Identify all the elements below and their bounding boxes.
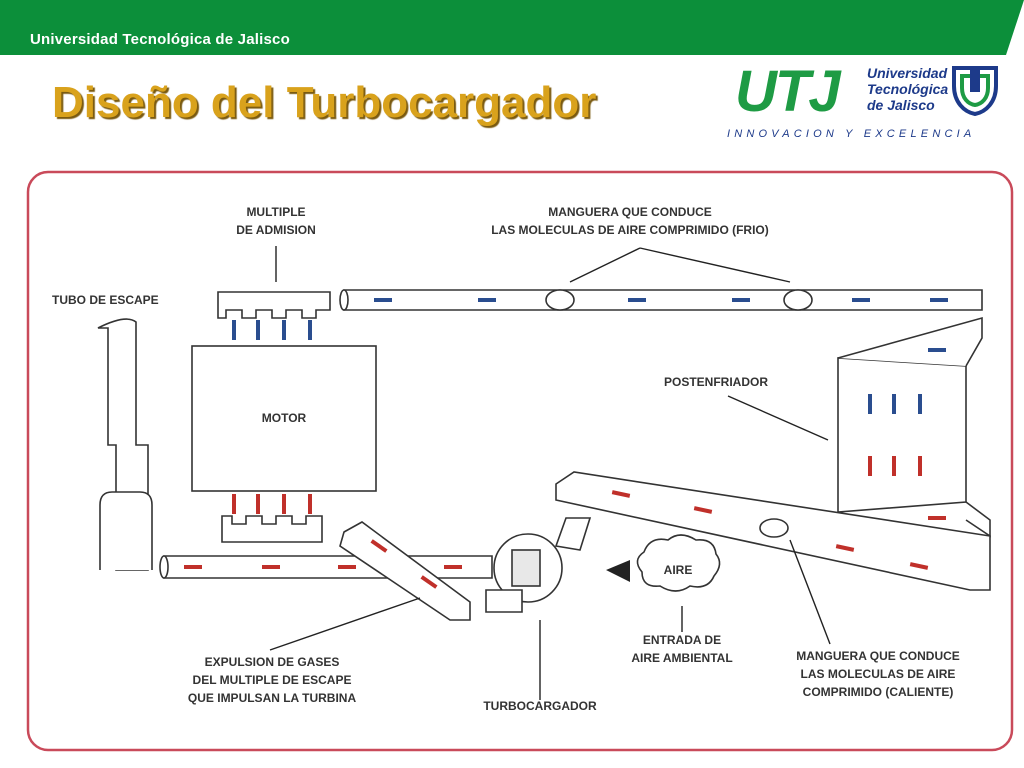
utj-logo: UTJ Universidad Tecnológica de Jalisco I…	[727, 59, 1010, 142]
logo-name-line3: de Jalisco	[867, 97, 935, 113]
label-ambient-air-1: ENTRADA DE	[643, 633, 721, 647]
air-intake-funnel	[606, 560, 630, 582]
header-bar: Universidad Tecnológica de Jalisco	[0, 0, 1024, 55]
air-molecule	[545, 289, 575, 311]
pointer-cold-hose-a	[569, 247, 641, 283]
pointer-cold-hose-b	[639, 247, 791, 283]
turbine-wheel	[511, 549, 541, 587]
engine-block	[191, 345, 377, 492]
label-ambient-air-2: AIRE AMBIENTAL	[631, 651, 732, 665]
hot-air-arrows	[184, 456, 946, 589]
logo-institution-name: Universidad Tecnológica de Jalisco	[867, 65, 948, 113]
label-exhaust-gases-3: QUE IMPULSAN LA TURBINA	[188, 691, 357, 705]
compressor-outlet	[554, 517, 592, 551]
label-exhaust-gases-2: DEL MULTIPLE DE ESCAPE	[193, 673, 352, 687]
exhaust-pipe-end	[159, 555, 169, 579]
shield-icon	[952, 66, 998, 116]
turbine-inlet	[485, 589, 523, 613]
exhaust-to-turbine-pipe	[339, 521, 471, 621]
label-air: AIRE	[664, 563, 693, 577]
label-hot-hose-2: LAS MOLECULAS DE AIRE	[801, 667, 956, 681]
aftercooler	[837, 357, 967, 513]
muffler	[99, 491, 153, 570]
turbocharger-diagram: MULTIPLE DE ADMISION MANGUERA QUE CONDUC…	[26, 170, 1014, 752]
label-exhaust-pipe: TUBO DE ESCAPE	[52, 293, 159, 307]
cold-air-hose	[343, 289, 983, 311]
cold-hose-end	[339, 289, 349, 311]
exhaust-manifold	[221, 515, 323, 543]
logo-acronym: UTJ	[735, 59, 841, 124]
air-molecule	[783, 289, 813, 311]
exhaust-pipe-lower	[163, 555, 493, 579]
label-intake-manifold-2: DE ADMISION	[236, 223, 316, 237]
label-aftercooler: POSTENFRIADOR	[664, 375, 768, 389]
page-title: Diseño del Turbocargador	[52, 78, 597, 127]
aftercooler-bottom-duct	[965, 501, 991, 538]
header-bar-shape	[0, 0, 1024, 55]
intake-manifold	[217, 291, 331, 319]
label-intake-manifold-1: MULTIPLE	[246, 205, 305, 219]
label-hot-hose-3: COMPRIMIDO (CALIENTE)	[803, 685, 954, 699]
logo-name-line1: Universidad	[867, 65, 948, 81]
aftercooler-top-duct	[837, 316, 983, 367]
label-turbocharger: TURBOCARGADOR	[483, 699, 597, 713]
pointer-exhaust-gases	[269, 597, 421, 651]
logo-name-line2: Tecnológica	[867, 81, 949, 97]
ambient-air-cloud	[636, 534, 721, 592]
label-engine: MOTOR	[262, 411, 307, 425]
label-cold-hose-2: LAS MOLECULAS DE AIRE COMPRIMIDO (FRIO)	[491, 223, 769, 237]
pointer-aftercooler	[727, 395, 829, 441]
label-cold-hose-1: MANGUERA QUE CONDUCE	[548, 205, 712, 219]
institution-name: Universidad Tecnológica de Jalisco	[30, 31, 290, 48]
cold-air-arrows	[232, 298, 948, 414]
pointer-hot-hose	[789, 539, 831, 645]
label-hot-hose-1: MANGUERA QUE CONDUCE	[796, 649, 960, 663]
air-molecule	[759, 518, 789, 538]
label-exhaust-gases-1: EXPULSION DE GASES	[205, 655, 340, 669]
logo-tagline: INNOVACION Y EXCELENCIA	[727, 128, 976, 140]
